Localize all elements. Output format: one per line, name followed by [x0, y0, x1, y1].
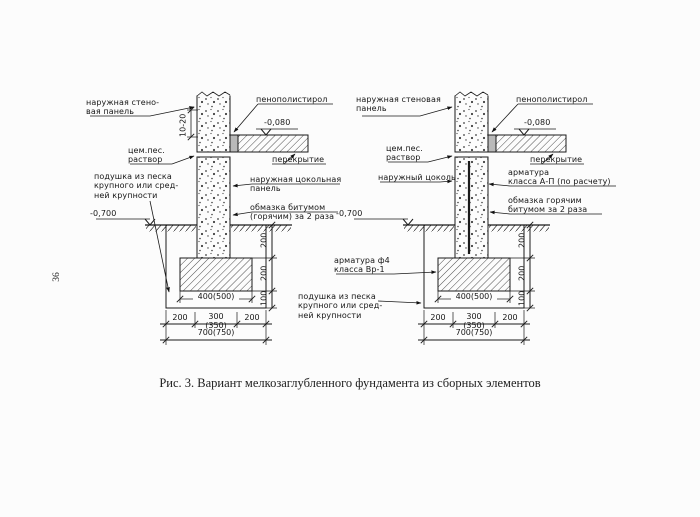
label-mortar-left: цем.пес. раствор [128, 146, 165, 165]
dim-v-mid-left: 200 [259, 265, 269, 281]
label-polystyrene-left: пенополистирол [256, 95, 328, 104]
figure-caption: Рис. 3. Вариант мелкозаглубленного фунда… [159, 376, 541, 390]
dim-v-top-left: 200 [259, 232, 269, 248]
dim-block-left: 400(500) [197, 292, 235, 301]
label-bitumen-right: обмазка горячим битумом за 2 раза [508, 196, 588, 215]
label-cushion-left: подушка из песка крупного или сред- ней … [94, 172, 179, 200]
label-rebar-footing-right: арматура ф4 класса Вр-1 [334, 256, 390, 275]
left-leader-lines [90, 103, 340, 293]
dim-b-right-right: 200 [502, 313, 518, 322]
label-floor-slab-left: перекрытие [272, 155, 325, 164]
label-cushion-right: подушка из песка крупного или сред- ней … [298, 292, 383, 320]
label-socle-left: наружная цокольная панель [250, 175, 342, 194]
label-polystyrene-right: пенополистирол [516, 95, 588, 104]
dim-v-bot-left: 100 [259, 290, 269, 306]
dim-b-mid-left: 300 (350) [205, 312, 227, 330]
page-number: 36 [51, 272, 62, 282]
dim-block-right: 400(500) [455, 292, 493, 301]
label-mortar-right: цем.пес. раствор [386, 144, 423, 163]
label-socle-right: наружный цоколь [378, 173, 456, 182]
dim-b-right-left: 200 [244, 313, 260, 322]
dim-v-top-right: 200 [517, 232, 527, 248]
label-rebar-socle-right: арматура класса А-П (по расчету) [508, 168, 611, 187]
right-leader-lines [336, 103, 616, 305]
dim-v-mid-right: 200 [517, 265, 527, 281]
label-level-ground-left: -0,700 [90, 209, 117, 218]
label-wall-panel-left: наружная стено- вая панель [86, 98, 160, 117]
label-bitumen-left: обмазка битумом (горячим) за 2 раза [250, 203, 335, 222]
left-diagram [90, 90, 340, 345]
label-level-ground-right: -0,700 [336, 209, 363, 218]
dim-b-left-right: 200 [430, 313, 446, 322]
dim-v-bot-right: 100 [517, 290, 527, 306]
dim-total-left: 700(750) [197, 328, 235, 337]
dim-gap-left: 10-20 [178, 113, 188, 137]
dim-total-right: 700(750) [455, 328, 493, 337]
right-diagram [336, 90, 616, 345]
dim-b-mid-right: 300 (350) [463, 312, 485, 330]
dim-b-left-left: 200 [172, 313, 188, 322]
label-wall-panel-right: наружная стеновая панель [356, 95, 441, 114]
label-level-top-left: -0,080 [264, 118, 291, 127]
label-level-top-right: -0,080 [524, 118, 551, 127]
label-floor-slab-right: перекрытие [530, 155, 583, 164]
